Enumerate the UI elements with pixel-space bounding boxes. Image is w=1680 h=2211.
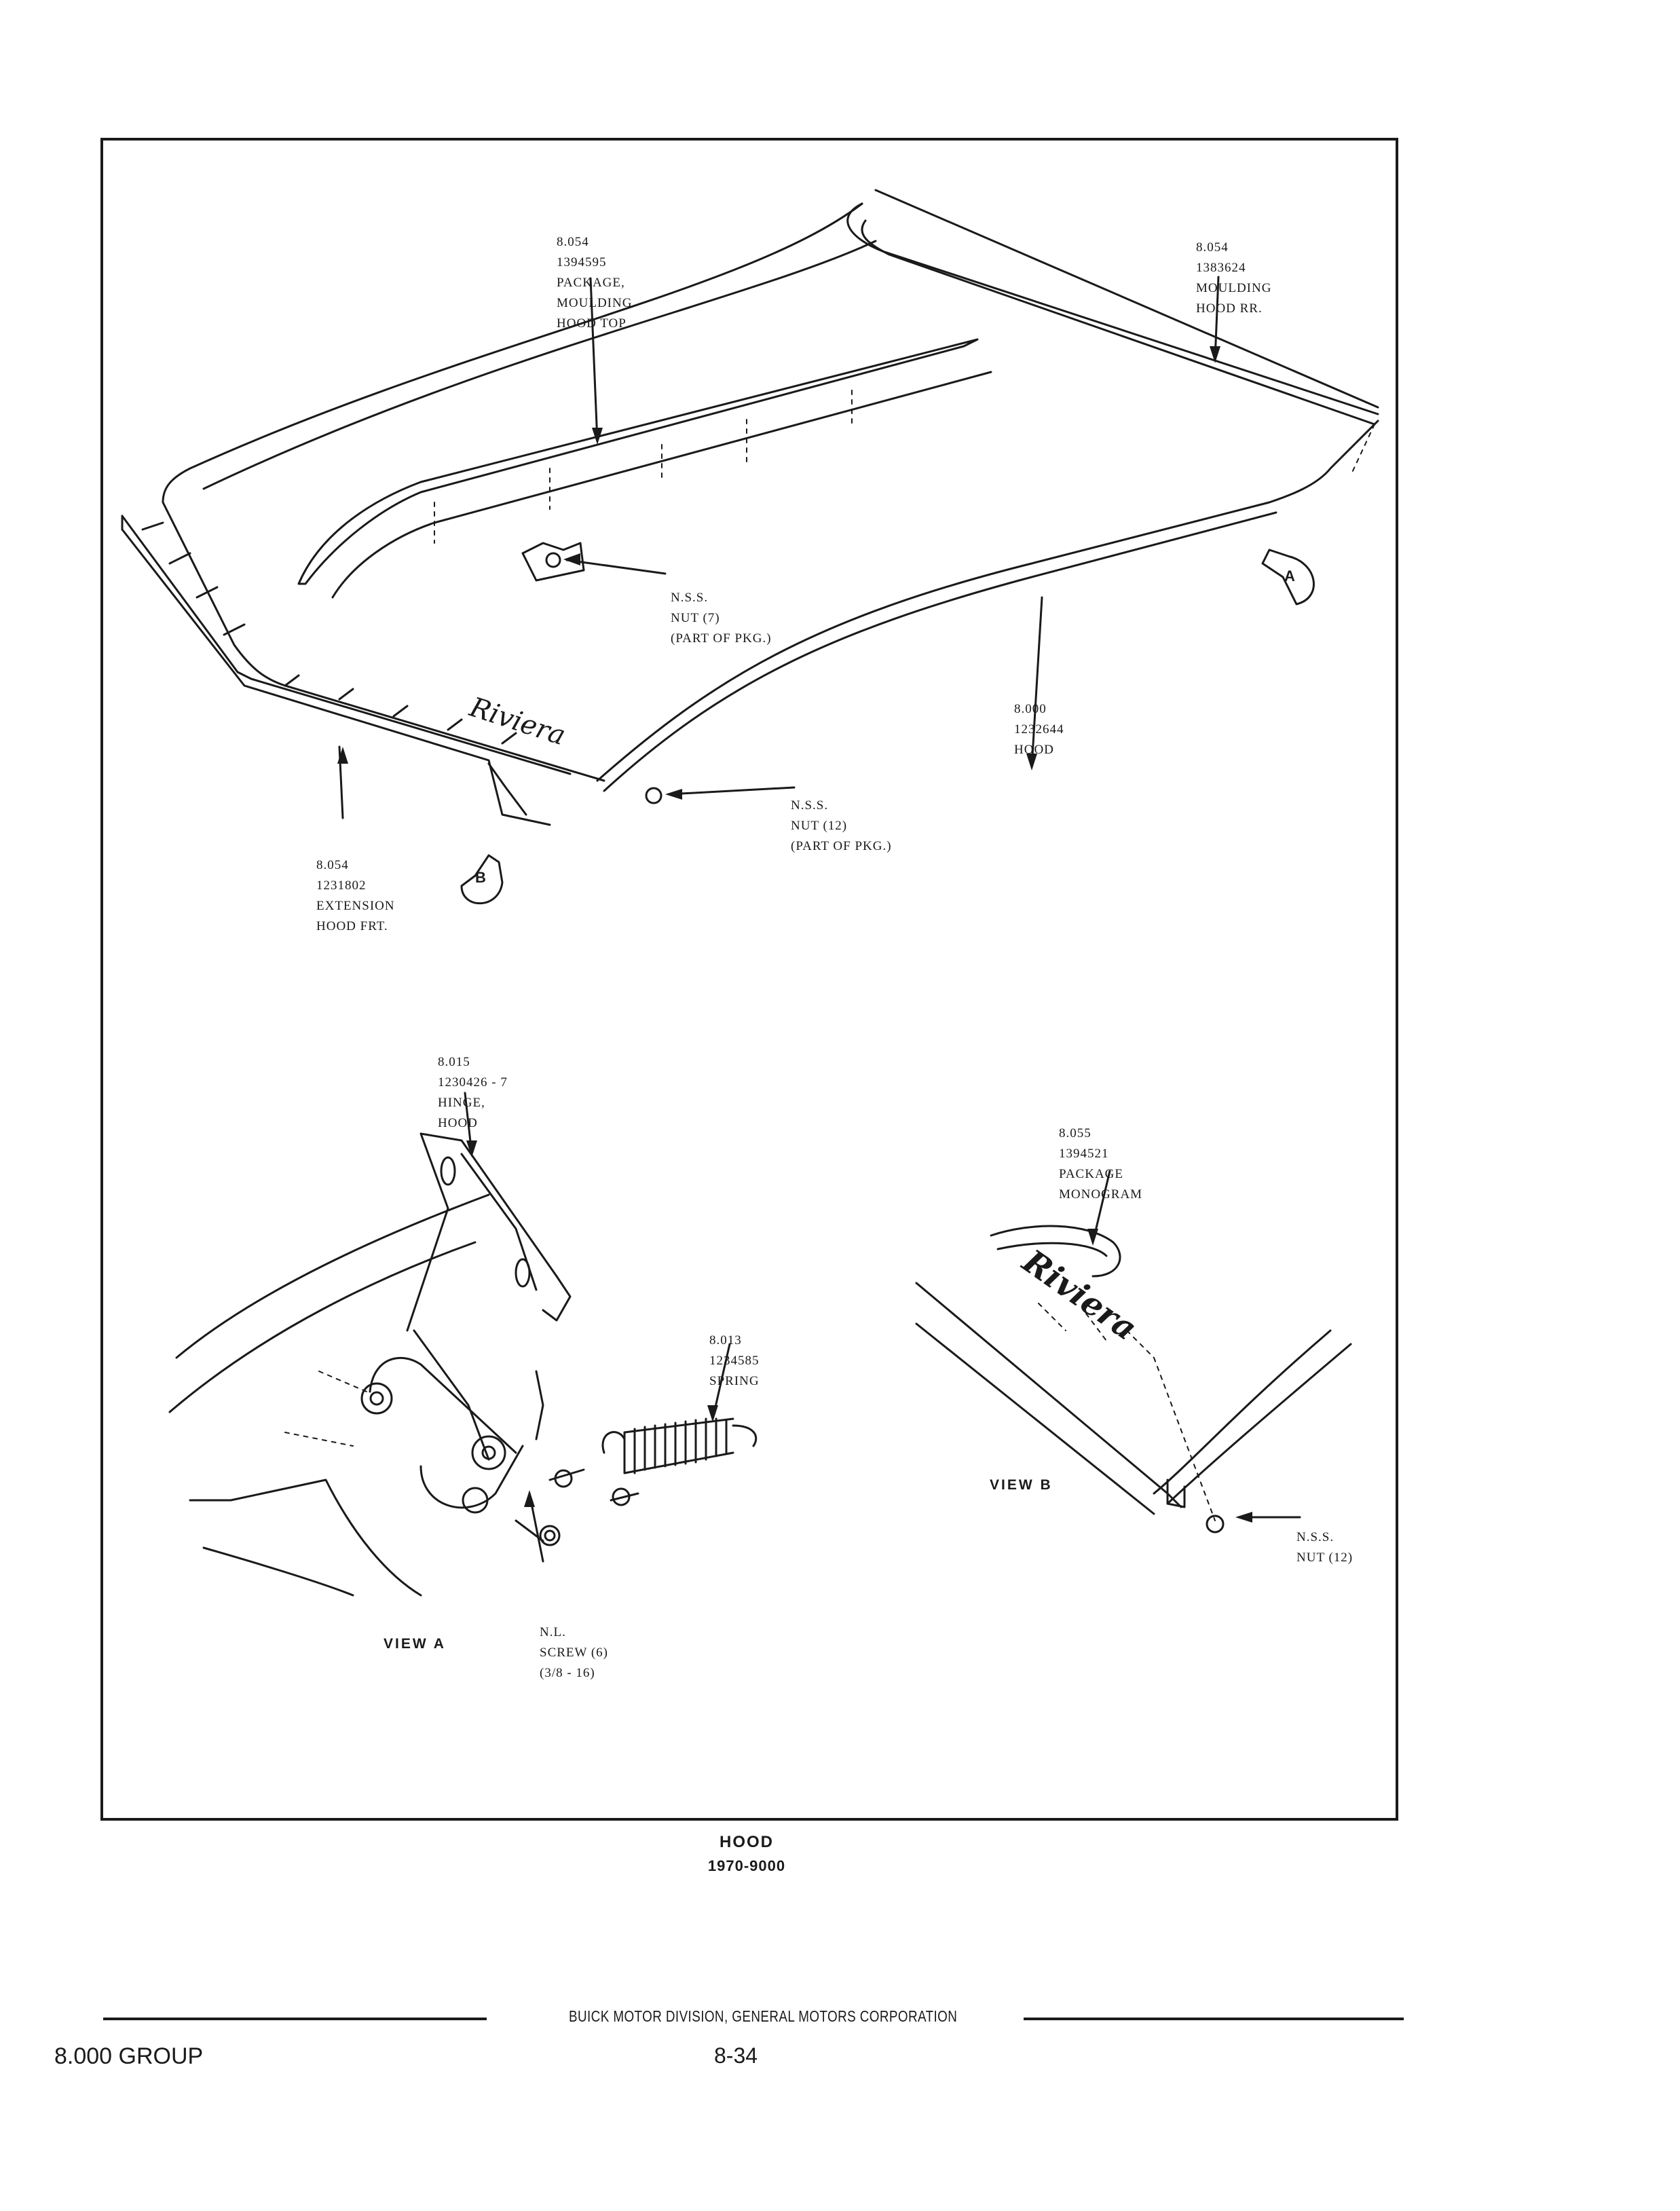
- callout-screw: N.L.SCREW (6)(3/8 - 16): [540, 1625, 609, 1680]
- figure-subtitle: 1970-9000: [707, 1857, 786, 1874]
- leader-lines: [338, 276, 1301, 1563]
- diagram-frame: [100, 138, 1398, 1821]
- callout-nut-12: N.S.S.NUT (12)(PART OF PKG.): [791, 798, 892, 853]
- marker-a: A: [1284, 568, 1295, 584]
- callout-nut-7: N.S.S.NUT (7)(PART OF PKG.): [671, 591, 772, 646]
- leader-arrowheads: [337, 346, 1252, 1523]
- footer-group: 8.000 GROUP: [54, 2043, 204, 2069]
- view-a-label: VIEW A: [384, 1636, 446, 1652]
- hinge-illustration: [168, 1132, 758, 1597]
- marker-b: B: [475, 869, 486, 886]
- view-b-label: VIEW B: [990, 1477, 1053, 1493]
- footer-publisher: BUICK MOTOR DIVISION, GENERAL MOTORS COR…: [569, 2007, 958, 2025]
- hood-illustration: [121, 189, 1379, 826]
- figure-title: HOOD: [720, 1833, 774, 1851]
- spring-coil: [601, 1417, 758, 1474]
- footer-rule-left: [103, 2018, 487, 2020]
- marker-shapes: [460, 549, 1315, 905]
- footer-page-number: 8-34: [714, 2043, 758, 2068]
- emblem-illustration: [915, 1225, 1352, 1534]
- callout-nut-12-view-b: N.S.S.NUT (12): [1296, 1530, 1354, 1565]
- footer-rule-right: [1024, 2018, 1404, 2020]
